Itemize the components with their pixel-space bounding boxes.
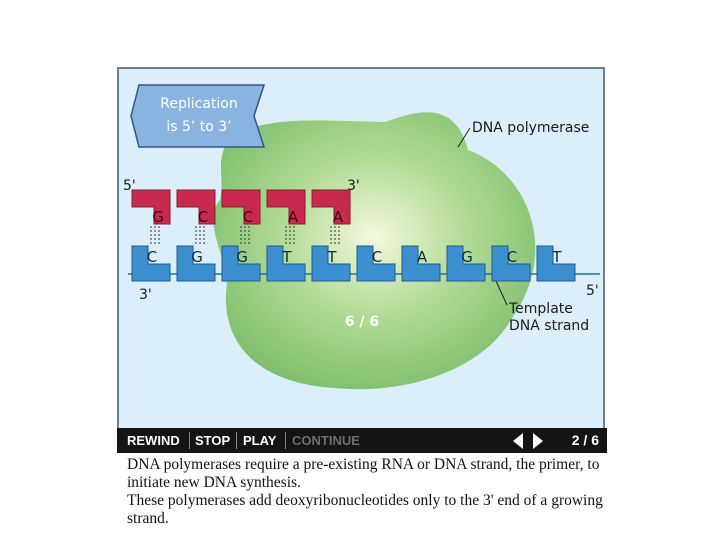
template-nucleotide xyxy=(446,245,486,282)
new-strand-nucleotide xyxy=(176,189,216,225)
next-arrow-icon[interactable] xyxy=(533,433,543,449)
template-nucleotide xyxy=(266,245,306,282)
template-base-letter: T xyxy=(551,248,562,266)
enzyme-leader-line xyxy=(457,127,471,148)
template-base-letter: G xyxy=(461,248,473,266)
control-divider xyxy=(285,432,286,449)
template-base-letter: A xyxy=(417,248,428,266)
template-base-letter: T xyxy=(281,248,292,266)
new-strand-base-letter: A xyxy=(333,208,344,226)
play-button[interactable]: PLAY xyxy=(243,433,277,448)
template-nucleotide xyxy=(311,245,351,282)
callout-text-line1: Replication xyxy=(160,96,237,112)
new-strand-base-letter: C xyxy=(198,208,208,226)
continue-button[interactable]: CONTINUE xyxy=(292,433,360,448)
previous-arrow-icon[interactable] xyxy=(513,433,523,449)
template-nucleotide xyxy=(176,245,216,282)
callout-badge xyxy=(130,84,266,148)
new-strand-base-letter: C xyxy=(243,208,253,226)
template-base-letter: C xyxy=(507,248,517,266)
caption-line-1: DNA polymerases require a pre-existing R… xyxy=(127,456,600,491)
template-base-letter: T xyxy=(326,248,337,266)
template-base-letter: C xyxy=(372,248,382,266)
enzyme-label: DNA polymerase xyxy=(472,120,589,136)
new-strand-nucleotide xyxy=(221,189,261,225)
template-nucleotide xyxy=(491,245,531,282)
template-5prime-label: 5' xyxy=(586,283,599,299)
dna-polymerase-blob xyxy=(213,112,536,390)
callout-text-line2: is 5’ to 3’ xyxy=(166,119,231,135)
caption-line-2: These polymerases add deoxyribonucleotid… xyxy=(127,492,603,527)
stop-button[interactable]: STOP xyxy=(195,433,231,448)
rewind-button[interactable]: REWIND xyxy=(127,433,180,448)
playback-control-bar: REWIND STOP PLAY CONTINUE 2 / 6 xyxy=(117,428,607,453)
template-base-letter: C xyxy=(147,248,157,266)
template-label-line2: DNA strand xyxy=(509,318,589,334)
template-nucleotide xyxy=(221,245,261,282)
template-3prime-label: 3' xyxy=(139,287,152,303)
control-divider xyxy=(236,432,237,449)
new-strand-nucleotide xyxy=(311,189,351,225)
template-nucleotide xyxy=(536,245,576,282)
new-strand-base-letter: A xyxy=(288,208,299,226)
base-pair-bonds xyxy=(150,226,340,246)
template-label-line1: Template xyxy=(508,301,573,317)
template-base-letter: G xyxy=(191,248,203,266)
new-strand-base-letter: G xyxy=(152,208,164,226)
template-nucleotide xyxy=(356,245,396,282)
template-nucleotide xyxy=(131,245,171,282)
new-strand-nucleotide xyxy=(131,189,171,225)
template-base-letter: G xyxy=(236,248,248,266)
new-strand-nucleotide xyxy=(266,189,306,225)
control-divider xyxy=(189,432,190,449)
page-indicator: 2 / 6 xyxy=(571,432,599,448)
template-nucleotide xyxy=(401,245,441,282)
frame-counter: 6 / 6 xyxy=(345,314,379,330)
template-leader-line xyxy=(495,280,508,306)
caption: DNA polymerases require a pre-existing R… xyxy=(127,456,607,528)
